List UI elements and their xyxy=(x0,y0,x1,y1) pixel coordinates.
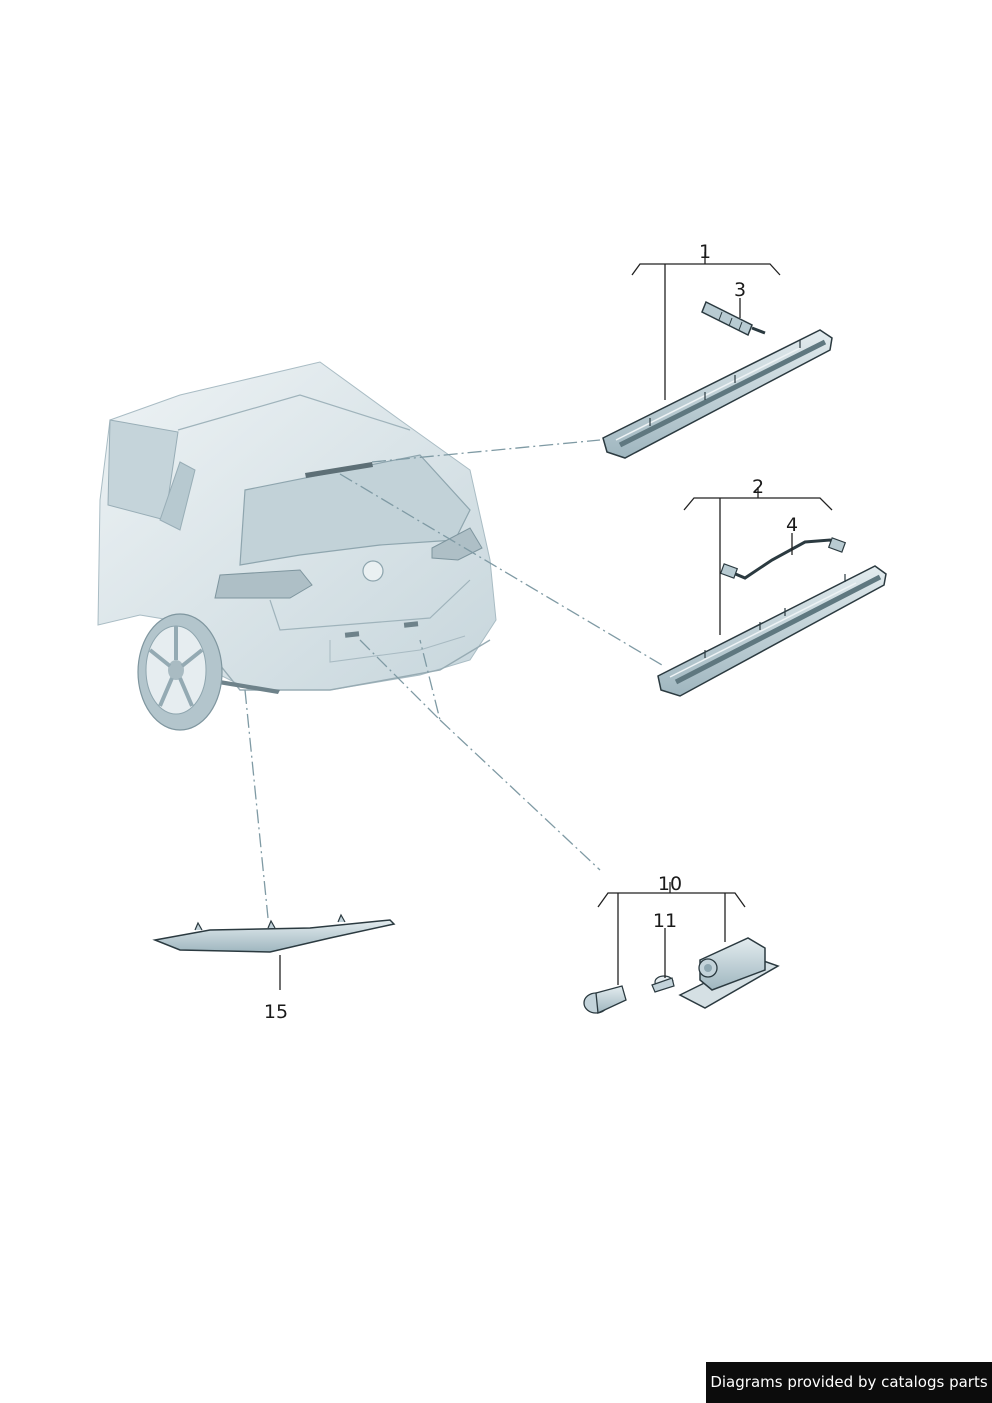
part-3-connector xyxy=(701,300,766,337)
part-15-reflector xyxy=(152,913,396,953)
part-1-brake-light xyxy=(602,329,833,459)
leader-lines xyxy=(244,439,663,919)
rear-windshield xyxy=(239,454,471,566)
part-11-bulb xyxy=(651,975,675,993)
part-10-bulb-socket xyxy=(583,985,627,1014)
left-tail-light xyxy=(214,569,313,599)
part-10-license-lamp xyxy=(678,937,780,1009)
part-2-brake-light xyxy=(657,565,887,697)
car-brake-light-strip xyxy=(305,462,373,478)
right-tail-light xyxy=(431,527,483,561)
car-emblem xyxy=(362,560,384,582)
callout-label-1: 1 xyxy=(699,241,711,263)
callout-label-11: 11 xyxy=(653,910,677,932)
part-4-wiring-harness xyxy=(719,537,847,580)
callout-label-10: 10 xyxy=(658,873,682,895)
callout-bracket-2 xyxy=(683,487,833,635)
footer-credit-badge: Diagrams provided by catalogs parts xyxy=(706,1362,992,1403)
callout-label-2: 2 xyxy=(752,476,764,498)
car-rear-wheel xyxy=(137,613,223,731)
callout-bracket-1 xyxy=(631,252,781,400)
callout-bracket-10 xyxy=(597,882,746,985)
callout-label-15: 15 xyxy=(264,1001,288,1023)
callout-label-3: 3 xyxy=(734,279,746,301)
car-rear-view xyxy=(97,361,497,731)
callout-label-4: 4 xyxy=(786,514,798,536)
